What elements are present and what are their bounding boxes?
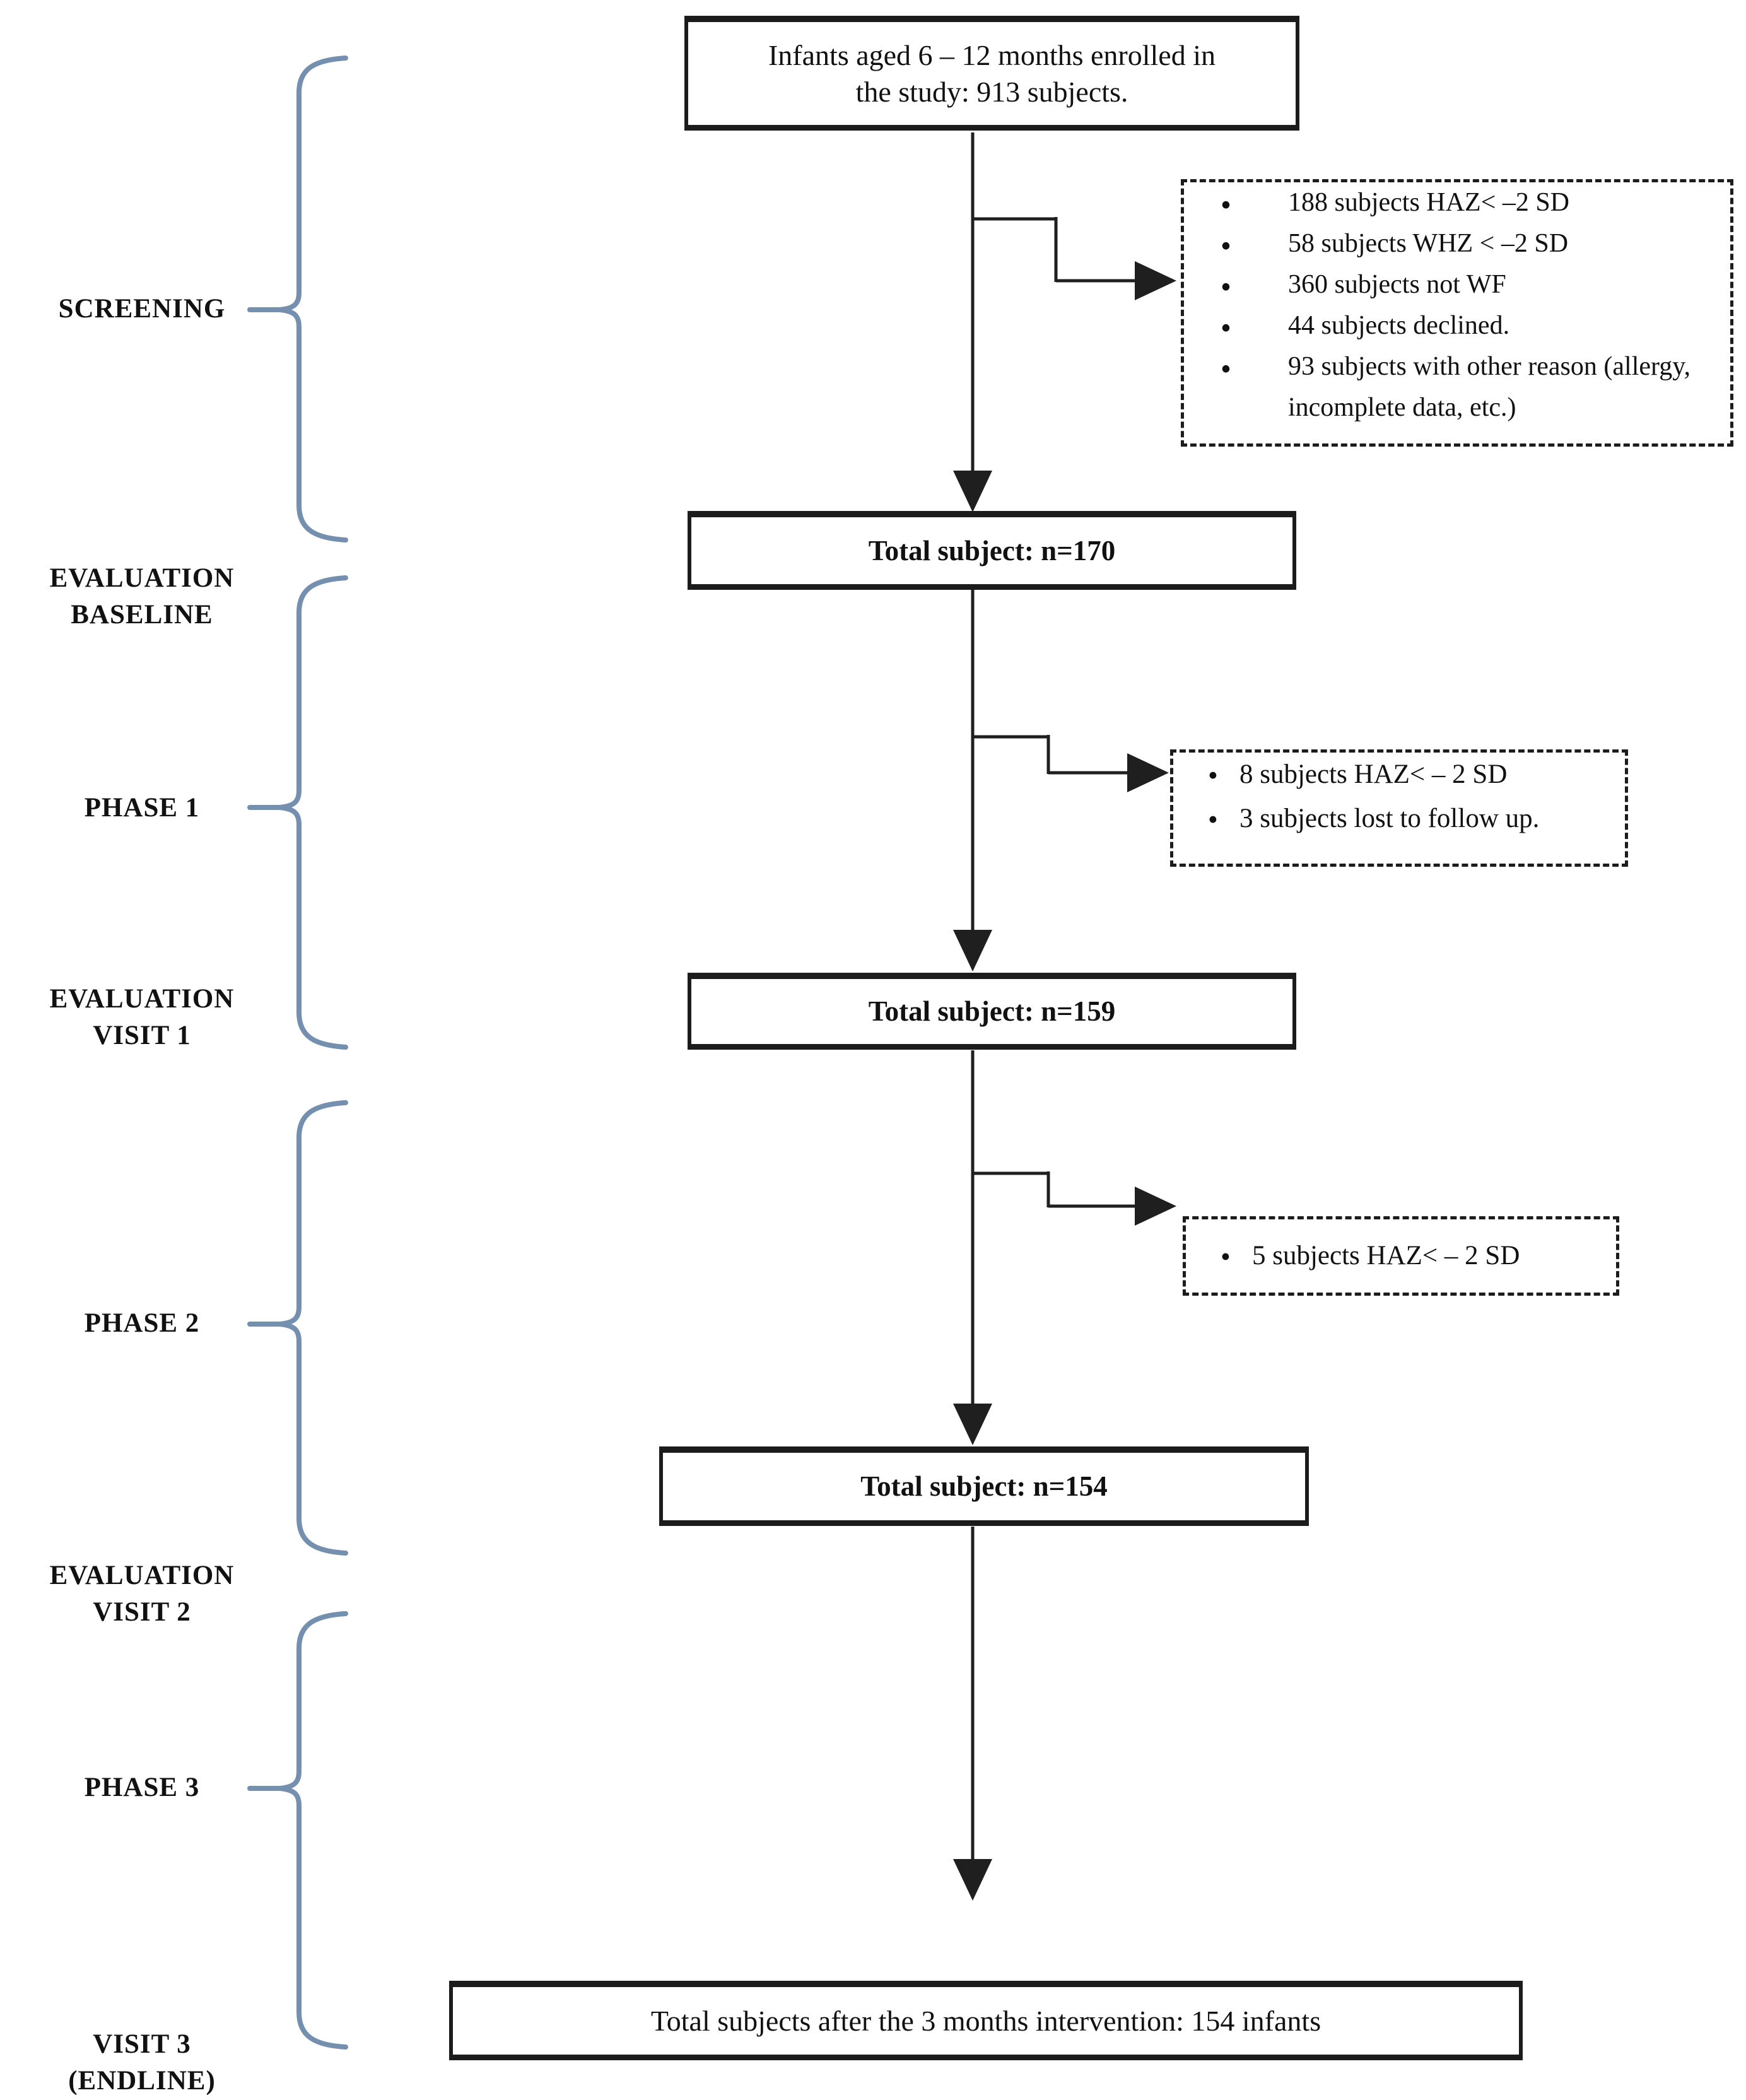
stage-label-text: PHASE 1 (84, 792, 200, 823)
final-total-box: Total subjects after the 3 months interv… (449, 1981, 1523, 2060)
brace-phase2-icon (279, 1100, 348, 1556)
stage-label-text: SCREENING (58, 293, 226, 324)
stage-label-screening: SCREENING (6, 291, 278, 327)
phase1-exclusions-list: 8 subjects HAZ< – 2 SD 3 subjects lost t… (1173, 753, 1625, 843)
phase2-exclusions-list: 5 subjects HAZ< – 2 SD (1186, 1234, 1520, 1280)
phase2-exclusions-box: 5 subjects HAZ< – 2 SD (1183, 1216, 1619, 1296)
stage-label-phase-2: PHASE 2 (6, 1305, 278, 1342)
exclusion-item: 58 subjects WHZ < –2 SD (1184, 223, 1730, 271)
arrow-down-icon (953, 930, 992, 971)
screening-exclusions-list: 188 subjects HAZ< –2 SD 58 subjects WHZ … (1184, 182, 1730, 429)
phase1-exclusions-box: 8 subjects HAZ< – 2 SD 3 subjects lost t… (1170, 749, 1628, 867)
stage-label-evaluation-visit-1: EVALUATION VISIT 1 (6, 981, 278, 1054)
stage-label-text: EVALUATION (49, 1560, 235, 1590)
stage-label-text: VISIT 3 (93, 2029, 191, 2059)
stage-label-evaluation-baseline: EVALUATION BASELINE (6, 560, 278, 633)
exclusion-item: 3 subjects lost to follow up. (1173, 797, 1625, 843)
brace-phase1-icon (279, 575, 348, 1050)
exclusion-item: 5 subjects HAZ< – 2 SD (1186, 1234, 1520, 1280)
stage-label-evaluation-visit-2: EVALUATION VISIT 2 (6, 1557, 278, 1631)
stage-label-text: PHASE 2 (84, 1308, 200, 1338)
exclusion-item: 8 subjects HAZ< – 2 SD (1173, 753, 1625, 799)
stage-label-phase-3: PHASE 3 (6, 1769, 278, 1806)
total-subject-159-box: Total subject: n=159 (688, 973, 1296, 1050)
exclusion-item: 44 subjects declined. (1184, 305, 1730, 353)
stage-label-text: BASELINE (71, 600, 213, 630)
stage-label-text: PHASE 3 (84, 1772, 200, 1802)
arrow-right-icon (1127, 753, 1169, 792)
exclusion-item: 360 subjects not WF (1184, 264, 1730, 312)
total-subject-154-box: Total subject: n=154 (659, 1446, 1309, 1526)
arrow-down-icon (953, 471, 992, 512)
enrollment-box-text: the study: 913 subjects. (855, 75, 1128, 108)
total-subject-text: Total subject: n=159 (868, 995, 1116, 1028)
stage-label-text: (ENDLINE) (68, 2066, 216, 2096)
brace-screening-icon (279, 56, 348, 543)
enrollment-box-text: Infants aged 6 – 12 months enrolled in (768, 39, 1216, 71)
arrow-right-icon (1135, 1187, 1176, 1226)
final-total-text: Total subjects after the 3 months interv… (650, 2004, 1321, 2037)
total-subject-text: Total subject: n=154 (860, 1470, 1108, 1503)
stage-label-text: VISIT 2 (93, 1597, 191, 1627)
total-subject-170-box: Total subject: n=170 (688, 511, 1296, 590)
arrow-right-icon (1135, 261, 1176, 300)
brace-phase3-icon (279, 1611, 348, 2050)
total-subject-text: Total subject: n=170 (868, 534, 1116, 566)
screening-exclusions-box: 188 subjects HAZ< –2 SD 58 subjects WHZ … (1181, 179, 1733, 447)
flow-lines (971, 132, 1137, 1861)
stage-label-text: EVALUATION (49, 983, 235, 1014)
enrollment-box: Infants aged 6 – 12 months enrolled in t… (684, 16, 1299, 131)
stage-label-text: VISIT 1 (93, 1021, 191, 1050)
exclusion-item: 188 subjects HAZ< –2 SD (1184, 182, 1730, 230)
stage-label-text: EVALUATION (49, 563, 235, 593)
exclusion-item: 93 subjects with other reason (allergy, … (1184, 346, 1730, 428)
arrow-down-icon (953, 1859, 992, 1901)
stage-label-visit-3-endline: VISIT 3 (ENDLINE) (6, 2026, 278, 2099)
arrow-down-icon (953, 1404, 992, 1445)
stage-label-phase-1: PHASE 1 (6, 790, 278, 826)
